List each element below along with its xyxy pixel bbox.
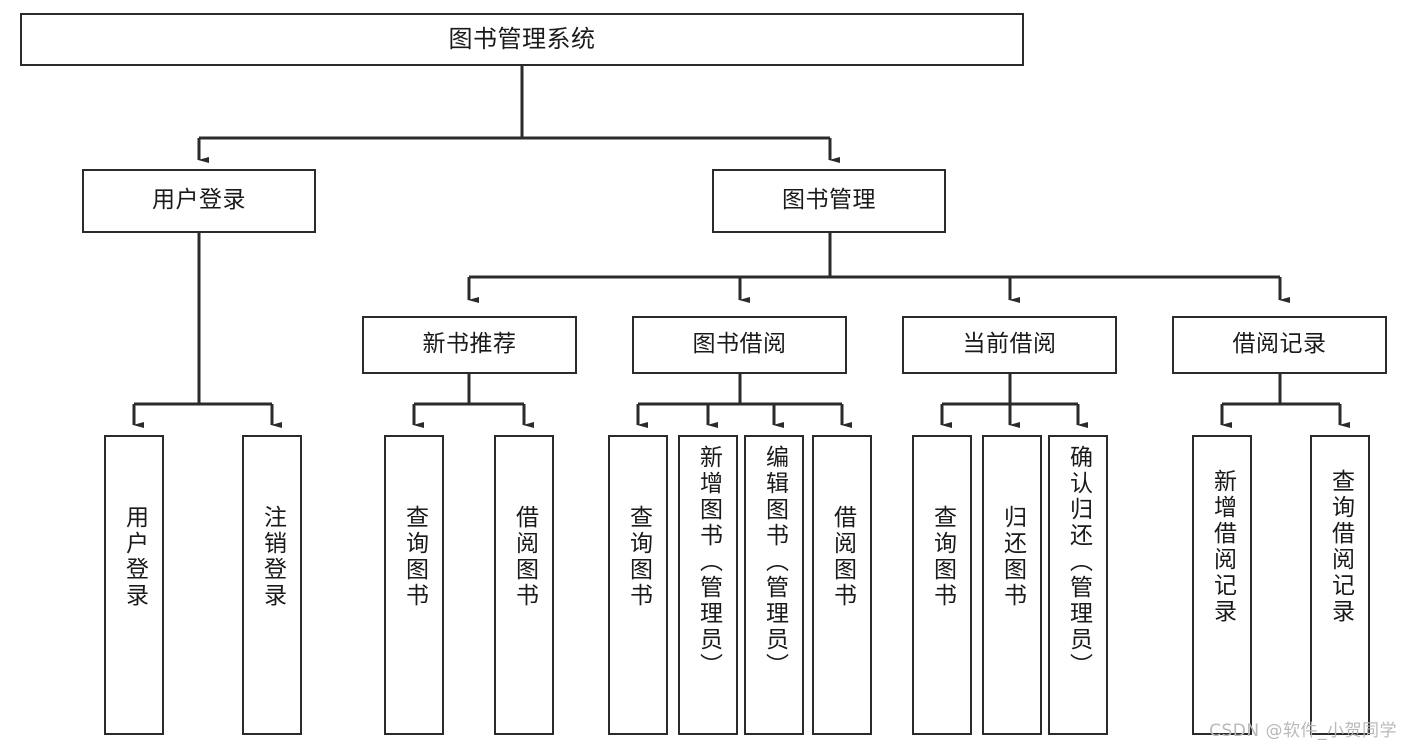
leaf-add-borrow-record[interactable]: 新增借阅记录	[1192, 435, 1252, 735]
node-label: 借阅记录	[1232, 331, 1327, 358]
leaf-user-logout[interactable]: 注销登录	[242, 435, 302, 735]
node-new-book-recommend[interactable]: 新书推荐	[362, 316, 577, 374]
node-book-management[interactable]: 图书管理	[712, 169, 946, 233]
leaf-borrow-book-recommend[interactable]: 借阅图书	[494, 435, 554, 735]
node-label: 图书借阅	[692, 331, 787, 358]
node-label: 借阅图书	[829, 505, 856, 609]
leaf-user-login[interactable]: 用户登录	[104, 435, 164, 735]
node-label: 当前借阅	[962, 331, 1057, 358]
leaf-return-book[interactable]: 归还图书	[982, 435, 1042, 735]
leaf-query-book-recommend[interactable]: 查询图书	[384, 435, 444, 735]
node-label: 注销登录	[259, 505, 286, 609]
node-label: 新书推荐	[422, 331, 517, 358]
node-label: 确认归还（管理员）	[1065, 445, 1092, 679]
leaf-edit-book-admin[interactable]: 编辑图书（管理员）	[744, 435, 804, 735]
node-label: 查询图书	[625, 505, 652, 609]
node-label: 图书管理	[782, 187, 876, 214]
node-label: 图书管理系统	[448, 25, 596, 54]
node-label: 用户登录	[121, 505, 148, 609]
node-root-system[interactable]: 图书管理系统	[20, 13, 1024, 66]
node-label: 归还图书	[999, 505, 1026, 609]
node-label: 新增借阅记录	[1209, 469, 1236, 625]
leaf-query-borrow-record[interactable]: 查询借阅记录	[1310, 435, 1370, 735]
leaf-add-book-admin[interactable]: 新增图书（管理员）	[678, 435, 738, 735]
csdn-watermark: CSDN @软件_小贺同学	[1209, 721, 1397, 741]
node-label: 用户登录	[152, 187, 246, 214]
node-label: 查询图书	[929, 505, 956, 609]
leaf-borrow-book[interactable]: 借阅图书	[812, 435, 872, 735]
leaf-confirm-return-admin[interactable]: 确认归还（管理员）	[1048, 435, 1108, 735]
leaf-query-book-current[interactable]: 查询图书	[912, 435, 972, 735]
node-label: 查询借阅记录	[1327, 469, 1354, 625]
node-borrow-record[interactable]: 借阅记录	[1172, 316, 1387, 374]
node-current-borrow[interactable]: 当前借阅	[902, 316, 1117, 374]
node-label: 编辑图书（管理员）	[761, 445, 788, 679]
node-user-login[interactable]: 用户登录	[82, 169, 316, 233]
leaf-query-book-borrow[interactable]: 查询图书	[608, 435, 668, 735]
node-label: 借阅图书	[511, 505, 538, 609]
node-label: 查询图书	[401, 505, 428, 609]
node-book-borrow[interactable]: 图书借阅	[632, 316, 847, 374]
node-label: 新增图书（管理员）	[695, 445, 722, 679]
